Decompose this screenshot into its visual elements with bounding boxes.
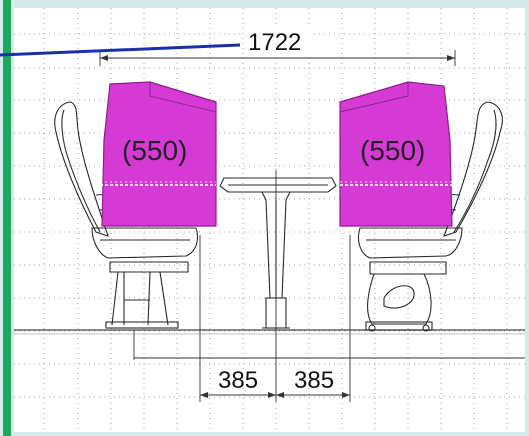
dimension-left-gap: 385 — [218, 367, 258, 394]
right-seat-cushion — [357, 227, 463, 259]
dimension-right-block-depth: (550) — [360, 135, 425, 166]
dimension-left-block-depth: (550) — [122, 135, 187, 166]
dimension-arrows — [100, 55, 455, 398]
table — [219, 177, 337, 329]
dimension-right-gap: 385 — [294, 367, 334, 394]
leader-line — [0, 43, 241, 57]
right-seat-base — [369, 261, 447, 275]
right-seat-backrest — [443, 101, 503, 237]
left-green-stripe — [3, 0, 11, 436]
table-top — [219, 177, 337, 193]
left-seat-base — [109, 261, 189, 273]
dimension-overall-width: 1722 — [248, 29, 301, 56]
right-block-edge — [339, 82, 409, 113]
left-seat-backrest — [54, 101, 109, 237]
left-seat-cushion — [91, 227, 199, 259]
left-block-edge — [149, 82, 217, 113]
